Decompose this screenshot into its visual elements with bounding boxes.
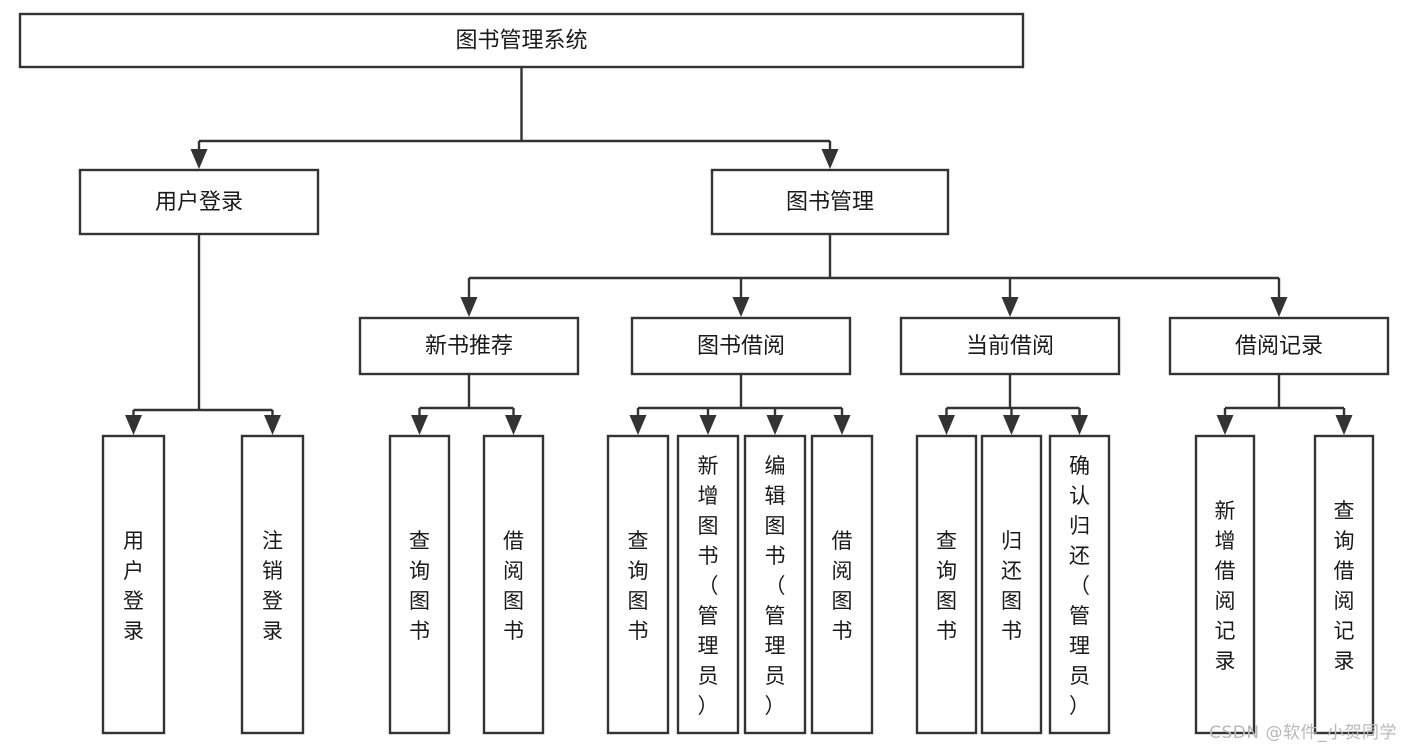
node-label: 图书管理系统 <box>455 29 587 54</box>
arrow-head-icon <box>1001 297 1019 317</box>
node-box <box>676 434 740 735</box>
node-box <box>1168 316 1390 376</box>
node-box <box>810 434 874 735</box>
edge-group-book-borrow <box>629 374 851 435</box>
arrow-head-icon <box>1071 415 1088 435</box>
node-box <box>1194 434 1256 735</box>
edge-group-current-borrow <box>938 374 1088 435</box>
arrow-head-icon <box>1335 415 1353 435</box>
node-leaf-edit-book[interactable]: 编辑图书（管理员） <box>743 434 807 735</box>
node-label: 编辑图书（管理员） <box>765 454 786 718</box>
arrow-head-icon <box>629 415 647 435</box>
node-label: 图书借阅 <box>697 334 785 359</box>
node-box <box>606 434 670 735</box>
node-leaf-add-record[interactable]: 新增借阅记录 <box>1194 434 1256 735</box>
node-borrow-record[interactable]: 借阅记录 <box>1168 316 1390 376</box>
arrow-head-icon <box>938 415 955 435</box>
node-book-manage[interactable]: 图书管理 <box>710 168 950 236</box>
node-box <box>1048 434 1111 735</box>
node-leaf-query-book-rec[interactable]: 查询图书 <box>388 434 451 735</box>
node-leaf-query-book-bb[interactable]: 查询图书 <box>606 434 670 735</box>
node-leaf-user-login[interactable]: 用户登录 <box>101 434 166 735</box>
node-label: 归还图书 <box>1001 529 1022 643</box>
node-leaf-borrow-book-bb[interactable]: 借阅图书 <box>810 434 874 735</box>
edge-group-new-book-rec <box>411 374 522 435</box>
edge-group-root <box>190 67 839 169</box>
node-label: 借阅图书 <box>503 529 524 643</box>
edge-group-user-login <box>125 234 281 435</box>
arrow-head-icon <box>821 149 839 169</box>
node-label: 借阅图书 <box>832 529 853 643</box>
node-box <box>101 434 166 735</box>
node-new-book-rec[interactable]: 新书推荐 <box>358 316 580 376</box>
node-label: 查询图书 <box>628 529 649 643</box>
node-leaf-borrow-book-rec[interactable]: 借阅图书 <box>482 434 545 735</box>
node-label: 新增借阅记录 <box>1215 499 1236 673</box>
node-box <box>915 434 978 735</box>
node-label: 用户登录 <box>155 190 243 215</box>
arrow-head-icon <box>190 149 208 169</box>
node-box <box>743 434 807 735</box>
node-box <box>358 316 580 376</box>
node-box <box>1313 434 1375 735</box>
arrow-head-icon <box>1216 415 1234 435</box>
node-box <box>630 316 852 376</box>
node-leaf-logout[interactable]: 注销登录 <box>240 434 305 735</box>
node-label: 查询图书 <box>936 529 957 643</box>
connector-layer <box>125 67 1353 435</box>
arrow-head-icon <box>1003 415 1020 435</box>
watermark-text: CSDN @软件_小贺同学 <box>1209 723 1397 743</box>
node-box <box>482 434 545 735</box>
node-box <box>18 12 1025 69</box>
edge-group-borrow-record <box>1216 374 1353 435</box>
node-leaf-add-book[interactable]: 新增图书（管理员） <box>676 434 740 735</box>
node-label: 图书管理 <box>786 190 874 215</box>
node-label: 确认归还（管理员） <box>1069 454 1090 718</box>
node-leaf-query-book-cb[interactable]: 查询图书 <box>915 434 978 735</box>
arrow-head-icon <box>1270 297 1288 317</box>
node-box <box>388 434 451 735</box>
arrow-head-icon <box>125 415 142 435</box>
arrow-head-icon <box>833 415 851 435</box>
node-box <box>899 316 1121 376</box>
node-label: 当前借阅 <box>966 334 1054 359</box>
arrow-head-icon <box>766 415 784 435</box>
node-leaf-query-record[interactable]: 查询借阅记录 <box>1313 434 1375 735</box>
node-current-borrow[interactable]: 当前借阅 <box>899 316 1121 376</box>
node-box <box>240 434 305 735</box>
node-layer: 图书管理系统用户登录图书管理新书推荐图书借阅当前借阅借阅记录用户登录注销登录查询… <box>18 12 1390 735</box>
node-root[interactable]: 图书管理系统 <box>18 12 1025 69</box>
arrow-head-icon <box>699 415 717 435</box>
node-leaf-confirm-return[interactable]: 确认归还（管理员） <box>1048 434 1111 735</box>
edge-group-book-manage <box>460 234 1288 317</box>
arrow-head-icon <box>411 415 428 435</box>
arrow-head-icon <box>460 297 478 317</box>
node-label: 查询借阅记录 <box>1334 499 1355 673</box>
node-box <box>78 168 320 236</box>
node-label: 用户登录 <box>123 529 144 643</box>
node-user-login[interactable]: 用户登录 <box>78 168 320 236</box>
node-box <box>980 434 1043 735</box>
arrow-head-icon <box>264 415 281 435</box>
node-label: 借阅记录 <box>1235 334 1323 359</box>
arrow-head-icon <box>732 297 750 317</box>
node-label: 新书推荐 <box>425 334 513 359</box>
node-box <box>710 168 950 236</box>
node-label: 查询图书 <box>409 529 430 643</box>
node-leaf-return-book[interactable]: 归还图书 <box>980 434 1043 735</box>
node-book-borrow[interactable]: 图书借阅 <box>630 316 852 376</box>
node-label: 新增图书（管理员） <box>698 454 719 718</box>
node-label: 注销登录 <box>262 529 283 643</box>
arrow-head-icon <box>505 415 522 435</box>
